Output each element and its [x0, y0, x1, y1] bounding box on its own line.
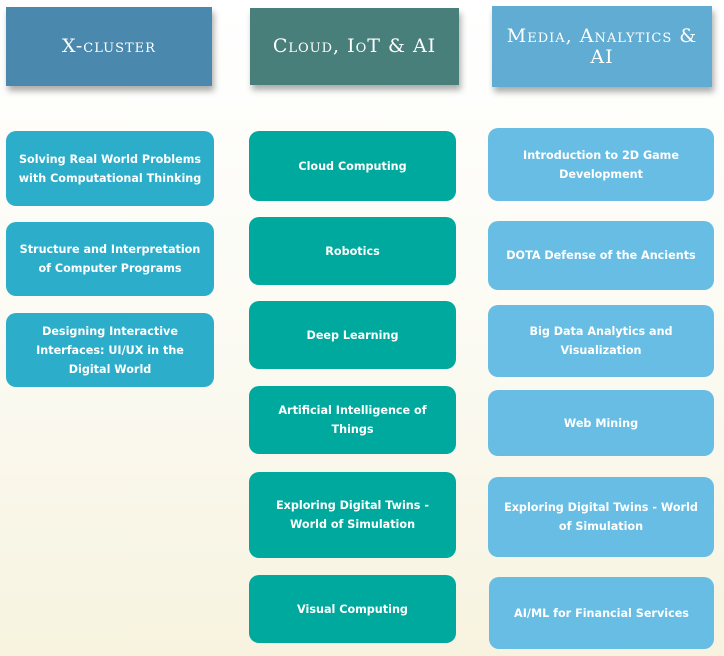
column-header-title: Cloud, IoT & AI: [272, 35, 437, 57]
course-title: Visual Computing: [297, 602, 408, 616]
course-title: Exploring Digital Twins - World of Simul…: [504, 501, 698, 533]
course-title: Deep Learning: [306, 328, 399, 342]
course-title: Introduction to 2D Game Development: [523, 148, 679, 181]
course-card[interactable]: Artificial Intelligence of Things: [249, 386, 456, 454]
column-header-title: Media, Analytics & AI: [506, 24, 698, 68]
course-card[interactable]: Structure and Interpretation of Computer…: [6, 222, 214, 296]
course-card[interactable]: Exploring Digital Twins - World of Simul…: [488, 477, 714, 557]
course-card[interactable]: AI/ML for Financial Services: [489, 577, 714, 649]
course-card[interactable]: Solving Real World Problems with Computa…: [6, 131, 214, 206]
course-card[interactable]: Big Data Analytics and Visualization: [488, 305, 714, 377]
course-title: Big Data Analytics and Visualization: [529, 325, 673, 357]
course-card[interactable]: Web Mining: [488, 390, 714, 456]
course-card[interactable]: Introduction to 2D Game Development: [488, 128, 714, 201]
course-title: Designing Interactive Interfaces: UI/UX …: [36, 324, 184, 376]
course-title: Solving Real World Problems with Computa…: [18, 152, 202, 185]
column-header-cloud-iot-ai: Cloud, IoT & AI: [250, 8, 459, 85]
course-title: AI/ML for Financial Services: [514, 606, 689, 620]
course-title: Cloud Computing: [298, 159, 407, 173]
course-card[interactable]: Designing Interactive Interfaces: UI/UX …: [6, 313, 214, 387]
course-card[interactable]: Robotics: [249, 217, 456, 285]
column-header-x-cluster: X-cluster: [6, 7, 212, 86]
course-card[interactable]: Visual Computing: [249, 575, 456, 643]
course-title: Robotics: [325, 244, 380, 258]
course-title: Structure and Interpretation of Computer…: [19, 243, 201, 275]
column-header-media-analytics-ai: Media, Analytics & AI: [492, 6, 712, 87]
column-header-title: X-cluster: [62, 35, 156, 57]
course-title: Exploring Digital Twins - World of Simul…: [276, 499, 429, 531]
course-card[interactable]: Exploring Digital Twins - World of Simul…: [249, 472, 456, 558]
course-title: DOTA Defense of the Ancients: [506, 249, 696, 262]
course-title: Web Mining: [563, 416, 639, 430]
course-card[interactable]: Deep Learning: [249, 301, 456, 369]
course-card[interactable]: Cloud Computing: [249, 131, 456, 201]
course-card[interactable]: DOTA Defense of the Ancients: [488, 221, 714, 290]
course-title: Artificial Intelligence of Things: [278, 404, 427, 436]
